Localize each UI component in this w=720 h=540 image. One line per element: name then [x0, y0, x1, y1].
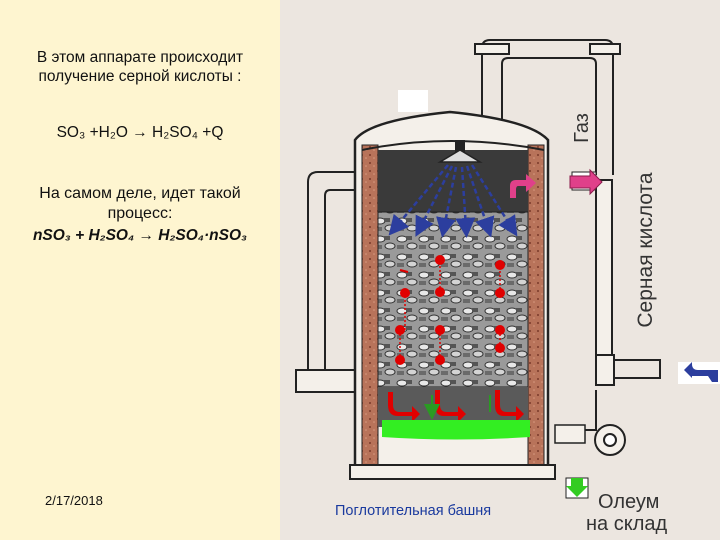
gas-outlet-arrows	[510, 168, 603, 198]
oleum-outlet-arrow	[565, 477, 589, 499]
gas-pipe	[474, 39, 621, 175]
tower-shell	[349, 110, 586, 480]
intro-text: В этом аппарате происходит получение сер…	[36, 49, 244, 85]
oleum-label-line1: Олеум	[598, 491, 659, 513]
actual-process-text: На самом деле, идет такой процесс:	[39, 185, 241, 222]
slide-date: 2/17/2018	[45, 493, 103, 508]
spray-arrows	[388, 164, 518, 238]
gas-label: Газ	[571, 113, 593, 143]
acid-inlet-arrow	[678, 362, 720, 384]
reaction-equation-2: nSO₃ + H₂SO₄ → H₂SO₄·nSO₃	[32, 227, 248, 244]
acid-pipe	[570, 179, 661, 456]
text-panel	[0, 0, 280, 540]
side-pipe	[295, 171, 357, 393]
oleum-liquid	[382, 395, 530, 440]
reaction-equation-1: SO₃ +H₂O → H₂SO₄ +Q	[56, 124, 224, 141]
tower-caption: Поглотительная башня	[335, 503, 492, 519]
sprayer	[437, 140, 483, 163]
oleum-label-line2: на склад	[586, 513, 667, 535]
blank-label-box	[398, 90, 428, 112]
gas-inlet-arrows	[388, 390, 524, 422]
acid-label: Серная кислота	[634, 172, 657, 328]
gas-dot-lines	[399, 260, 501, 360]
